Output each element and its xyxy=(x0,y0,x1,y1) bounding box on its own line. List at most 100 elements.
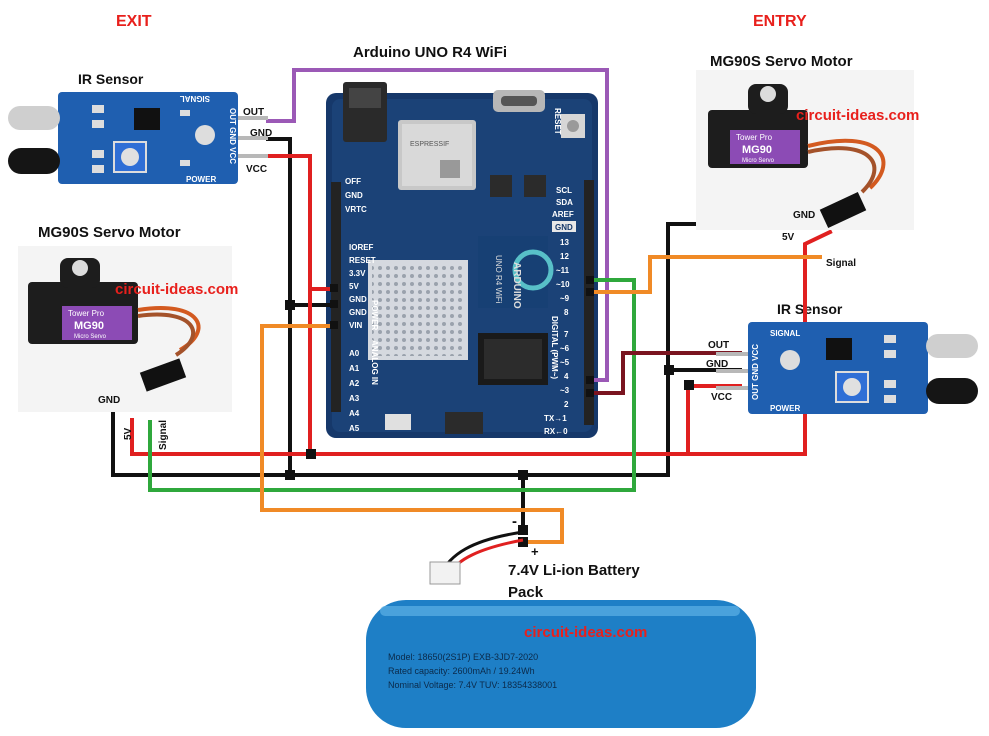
exit-heading: EXIT xyxy=(116,13,152,30)
pin-scl: SCL xyxy=(556,186,572,195)
left-servo-brand: Tower Pro xyxy=(68,309,105,318)
junctions xyxy=(285,276,694,547)
jst-connector xyxy=(429,561,461,585)
pin-d5: ~5 xyxy=(560,358,570,367)
arduino-board: RESET ESPRESSIF ARDUINO UNO R4 WiFi OFF … xyxy=(326,82,598,438)
right-servo-brand: Tower Pro xyxy=(736,133,773,142)
pin-3v3: 3.3V xyxy=(349,269,366,278)
pin-d4: 4 xyxy=(564,372,569,381)
pin-d7: 7 xyxy=(564,330,569,339)
pin-a5: A5 xyxy=(349,424,360,433)
left-servo-5v-label: 5V xyxy=(123,427,134,440)
pin-d9: ~9 xyxy=(560,294,570,303)
battery-watermark: circuit-ideas.com xyxy=(524,624,647,641)
left-ir-pins-label: OUT GND VCC xyxy=(228,108,237,164)
left-ir-title: IR Sensor xyxy=(78,71,144,87)
ir-receiver-icon xyxy=(8,148,60,174)
right-servo-motor: Tower Pro MG90 Micro Servo circuit-ideas… xyxy=(696,70,919,269)
right-ir-sensor: SIGNAL POWER OUT GND VCC OUT GND VCC xyxy=(706,322,978,414)
pin-d13: 13 xyxy=(560,238,569,247)
right-ir-signal-label: SIGNAL xyxy=(770,329,800,338)
right-ir-pins-label: OUT GND VCC xyxy=(751,344,760,400)
left-servo-watermark: circuit-ideas.com xyxy=(115,281,238,298)
right-ir-gnd-pin: GND xyxy=(706,359,728,370)
left-ir-out-pin: OUT xyxy=(243,107,264,118)
arduino-heading: Arduino UNO R4 WiFi xyxy=(353,44,507,61)
battery-line-1: Model: 18650(2S1P) EXB-3JD7-2020 xyxy=(388,652,538,662)
left-servo-sub: Micro Servo xyxy=(74,334,107,340)
right-servo-model: MG90 xyxy=(742,144,772,156)
left-servo-model: MG90 xyxy=(74,320,104,332)
ir-emitter-icon xyxy=(926,334,978,358)
battery-title: 7.4V Li-ion Battery xyxy=(508,562,640,579)
battery-line-3: Nominal Voltage: 7.4V TUV: 18354338001 xyxy=(388,680,557,690)
digital-label: DIGITAL (PWM~) xyxy=(550,316,559,379)
left-ir-gnd-pin: GND xyxy=(250,128,272,139)
pin-5v: 5V xyxy=(349,282,359,291)
battery-plus-label: + xyxy=(531,544,539,559)
pin-aref: AREF xyxy=(552,210,574,219)
right-ir-power-label: POWER xyxy=(770,404,800,413)
right-servo-title: MG90S Servo Motor xyxy=(710,53,853,70)
right-servo-gnd-label: GND xyxy=(793,210,815,221)
icsp-header xyxy=(445,412,483,434)
pin-sda: SDA xyxy=(556,198,573,207)
right-servo-signal-label: Signal xyxy=(826,258,856,269)
right-servo-5v-label: 5V xyxy=(782,232,795,243)
right-ir-out-pin: OUT xyxy=(708,340,729,351)
arduino-logo-icon xyxy=(512,249,554,291)
wire-left-ir-out xyxy=(266,68,609,382)
pin-a3: A3 xyxy=(349,394,360,403)
wire-right-ir-out xyxy=(588,351,742,395)
left-servo-signal-label: Signal xyxy=(158,420,169,450)
left-servo-title: MG90S Servo Motor xyxy=(38,224,181,241)
pin-reset: RESET xyxy=(349,256,376,265)
pin-d1: TX→1 xyxy=(544,414,567,423)
wire-left-servo-signal xyxy=(148,278,636,492)
reset-label: RESET xyxy=(553,108,562,135)
pin-vin: VIN xyxy=(349,321,363,330)
battery-pack: Model: 18650(2S1P) EXB-3JD7-2020 Rated c… xyxy=(366,513,756,728)
right-ir-title: IR Sensor xyxy=(777,301,843,317)
pin-d3: ~3 xyxy=(560,386,570,395)
pin-d11: ~11 xyxy=(556,266,570,275)
pin-gnd-2: GND xyxy=(349,308,367,317)
left-ir-vcc-pin: VCC xyxy=(246,164,267,175)
pin-d6: ~6 xyxy=(560,344,570,353)
entry-heading: ENTRY xyxy=(753,13,807,30)
left-servo-motor: Tower Pro MG90 Micro Servo circuit-ideas… xyxy=(18,246,238,450)
left-servo-gnd-label: GND xyxy=(98,395,120,406)
analog-label: ANALOG IN xyxy=(370,340,379,385)
battery-line-2: Rated capacity: 2600mAh / 19.24Wh xyxy=(388,666,535,676)
left-ir-signal-label: SIGNAL xyxy=(180,94,210,103)
servo-label-sticker xyxy=(62,306,132,340)
pin-gnd-top: GND xyxy=(345,191,363,200)
uno-text: UNO R4 WiFi xyxy=(494,255,503,304)
power-label: POWER xyxy=(370,300,379,330)
qwiic-connector xyxy=(385,414,411,430)
esp-label: ESPRESSIF xyxy=(410,141,449,148)
right-servo-watermark: circuit-ideas.com xyxy=(796,107,919,124)
left-ir-sensor: SIGNAL POWER OUT GND VCC OUT GND VCC xyxy=(8,92,272,184)
right-servo-sub: Micro Servo xyxy=(742,158,775,164)
left-ir-power-label: POWER xyxy=(186,175,216,184)
servo-label-sticker xyxy=(730,130,800,164)
battery-title-2: Pack xyxy=(508,584,544,601)
ir-emitter-icon xyxy=(8,106,60,130)
pin-a1: A1 xyxy=(349,364,360,373)
pin-gnd-1: GND xyxy=(349,295,367,304)
wire-vin-battery xyxy=(260,324,564,544)
pin-d8: 8 xyxy=(564,308,569,317)
ir-receiver-icon xyxy=(926,378,978,404)
pin-d2: 2 xyxy=(564,400,569,409)
wire-right-servo-signal xyxy=(588,255,822,294)
right-ir-vcc-pin: VCC xyxy=(711,392,732,403)
pin-ioref: IOREF xyxy=(349,243,374,252)
logo-text: ARDUINO xyxy=(511,262,522,309)
wire-5v-right-ir xyxy=(308,384,742,456)
battery-minus-label: - xyxy=(512,513,517,530)
pin-a4: A4 xyxy=(349,409,360,418)
pin-a2: A2 xyxy=(349,379,360,388)
pin-d0: RX←0 xyxy=(544,427,568,436)
